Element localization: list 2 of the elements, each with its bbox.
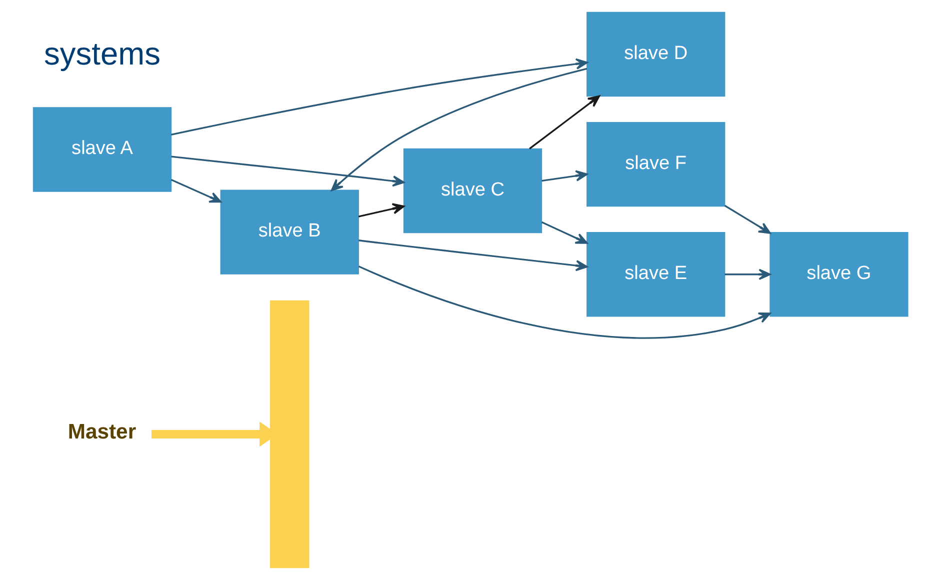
label: systems <box>44 35 160 72</box>
node-text: Master <box>67 420 136 444</box>
